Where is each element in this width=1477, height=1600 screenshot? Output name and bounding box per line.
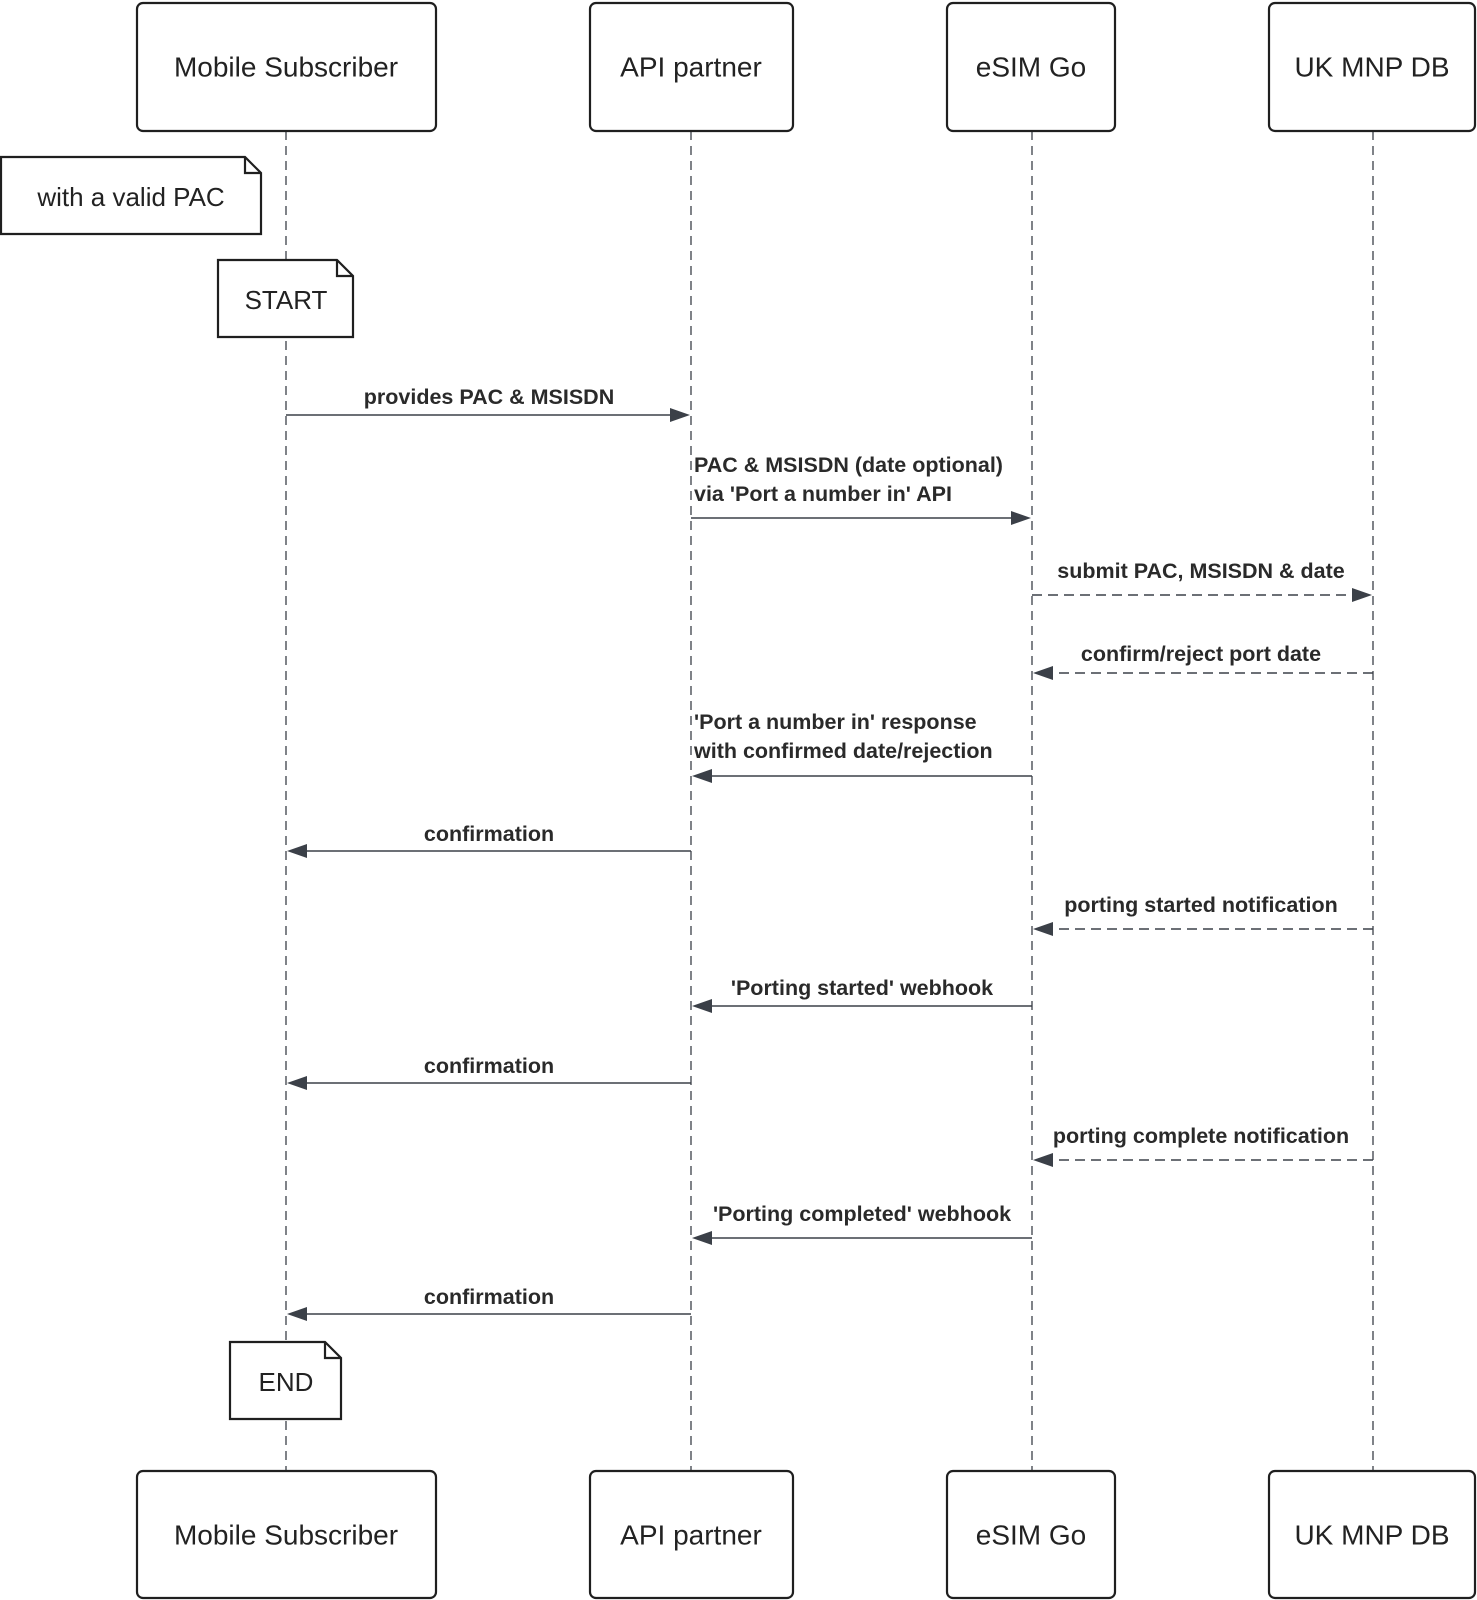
participant-label: API partner [620,51,762,82]
message-label: 'Porting completed' webhook [713,1202,1011,1226]
participant-esim-bottom: eSIM Go [945,1469,1117,1600]
participant-partner-bottom: API partner [588,1469,795,1600]
note-text: with a valid PAC [36,182,224,212]
message-label: porting started notification [1064,893,1338,917]
message-label: PAC & MSISDN (date optional) [694,453,1003,477]
message-port-api-response: 'Port a number in' response with confirm… [692,710,1032,783]
message-submit-pac: submit PAC, MSISDN & date [1032,559,1372,602]
message-porting-started-webhook: 'Porting started' webhook [692,976,1032,1013]
message-label: confirmation [424,822,554,846]
participant-label: UK MNP DB [1294,1519,1449,1550]
participant-partner-top: API partner [588,1,795,133]
message-confirmation-1: confirmation [287,822,691,858]
message-label: porting complete notification [1053,1124,1349,1148]
message-label: confirm/reject port date [1081,642,1321,666]
message-confirmation-2: confirmation [287,1054,691,1090]
participant-subscriber-bottom: Mobile Subscriber [135,1469,438,1600]
participant-mnp-bottom: UK MNP DB [1267,1469,1477,1600]
participants-top: Mobile Subscriber API partner eSIM Go UK… [135,1,1477,133]
lifelines [285,131,1374,1471]
message-porting-completed-webhook: 'Porting completed' webhook [692,1202,1032,1245]
participants-bottom: Mobile Subscriber API partner eSIM Go UK… [135,1469,1477,1600]
message-label: provides PAC & MSISDN [364,385,614,409]
message-confirm-reject: confirm/reject port date [1033,642,1373,680]
message-label: with confirmed date/rejection [693,739,993,763]
message-provides-pac: provides PAC & MSISDN [286,385,690,422]
message-label: 'Porting started' webhook [731,976,993,1000]
participant-label: API partner [620,1519,762,1550]
message-label: confirmation [424,1054,554,1078]
note-text: START [245,285,328,315]
participant-subscriber-top: Mobile Subscriber [135,1,438,133]
note-start: START [216,258,355,339]
message-label: submit PAC, MSISDN & date [1057,559,1345,583]
messages: provides PAC & MSISDN PAC & MSISDN (date… [286,385,1373,1321]
note-precondition: with a valid PAC [0,155,263,236]
participant-label: eSIM Go [976,1519,1086,1550]
message-label: via 'Port a number in' API [694,482,952,506]
participant-mnp-top: UK MNP DB [1267,1,1477,133]
message-label: confirmation [424,1285,554,1309]
participant-label: Mobile Subscriber [174,1519,398,1550]
message-port-api-request: PAC & MSISDN (date optional) via 'Port a… [691,453,1031,525]
participant-label: Mobile Subscriber [174,51,398,82]
message-label: 'Port a number in' response [694,710,977,734]
message-porting-complete-notification: porting complete notification [1033,1124,1373,1167]
note-text: END [259,1367,314,1397]
note-end: END [228,1340,343,1421]
message-confirmation-3: confirmation [287,1285,691,1321]
participant-label: UK MNP DB [1294,51,1449,82]
participant-esim-top: eSIM Go [945,1,1117,133]
message-porting-started-notification: porting started notification [1033,893,1373,936]
participant-label: eSIM Go [976,51,1086,82]
